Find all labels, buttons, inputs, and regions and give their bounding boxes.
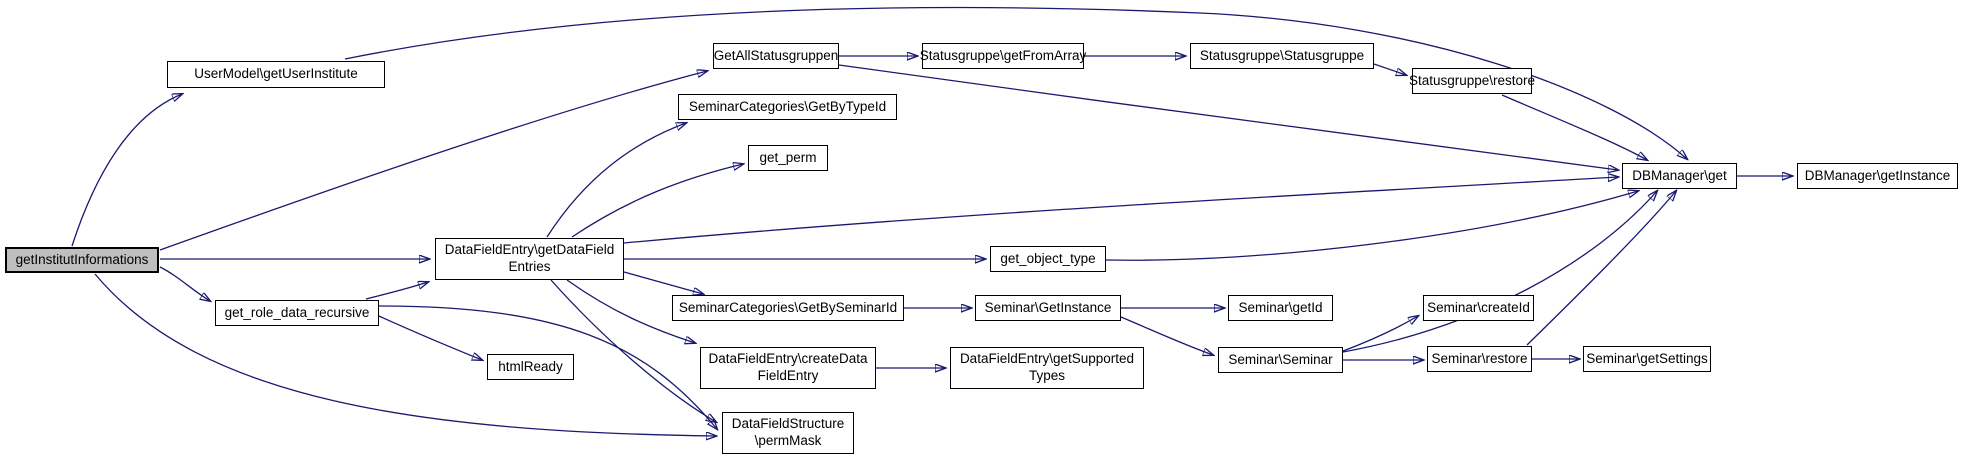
edge-getInstitutInformations-get_role_data_recursive	[159, 266, 210, 301]
node-datafieldstructure-permmask[interactable]: DataFieldStructure \permMask	[722, 412, 854, 454]
node-getinstitutinformations[interactable]: getInstitutInformations	[5, 247, 159, 273]
edge-SeminarRestore-DBManagerGet	[1526, 191, 1676, 346]
edge-getDataFieldEntries-createDataFieldEntry	[566, 279, 695, 343]
node-get-role-data-recursive[interactable]: get_role_data_recursive	[215, 300, 379, 326]
edge-StatusgruppeCtor-StatusgruppeRestore	[1373, 63, 1406, 75]
edge-SeminarCtor-DBManagerGet	[1342, 191, 1657, 353]
node-seminar-seminar[interactable]: Seminar\Seminar	[1218, 347, 1343, 373]
edge-SeminarCtor-SeminarCreateId	[1342, 316, 1418, 352]
node-dbmanager-getinstance[interactable]: DBManager\getInstance	[1797, 163, 1958, 189]
edge-SeminarGetInstance-SeminarCtor	[1120, 316, 1213, 355]
node-seminar-restore[interactable]: Seminar\restore	[1427, 346, 1532, 372]
node-get-perm[interactable]: get_perm	[748, 145, 828, 171]
edge-getDataFieldEntries-GetBySeminarId	[623, 271, 703, 294]
edge-getUserInstitute-DBManagerGet	[344, 6, 1687, 159]
edge-getDataFieldEntries-get_perm	[571, 164, 743, 238]
node-datafieldentry-getdatafieldentries[interactable]: DataFieldEntry\getDataField Entries	[435, 238, 624, 280]
node-seminar-getinstance[interactable]: Seminar\GetInstance	[975, 295, 1121, 321]
edge-getInstitutInformations-permMask	[94, 273, 716, 436]
node-seminar-getsettings[interactable]: Seminar\getSettings	[1583, 346, 1711, 372]
node-statusgruppe-getfromarray[interactable]: Statusgruppe\getFromArray	[920, 43, 1086, 69]
edge-get_role_data_recursive-permMask	[378, 305, 717, 429]
edge-StatusgruppeRestore-DBManagerGet	[1501, 94, 1647, 160]
node-seminarcategories-getbyseminarid[interactable]: SeminarCategories\GetBySeminarId	[672, 295, 904, 321]
edge-get_role_data_recursive-getDataFieldEntries	[365, 282, 428, 300]
edge-getDataFieldEntries-DBManagerGet	[623, 177, 1618, 244]
edge-get_role_data_recursive-htmlReady	[378, 315, 482, 360]
node-seminar-getid[interactable]: Seminar\getId	[1228, 295, 1333, 321]
node-statusgruppe-restore[interactable]: Statusgruppe\restore	[1409, 68, 1535, 94]
node-get-object-type[interactable]: get_object_type	[990, 246, 1106, 272]
edge-get_object_type-DBManagerGet	[1105, 191, 1638, 261]
node-statusgruppe-statusgruppe[interactable]: Statusgruppe\Statusgruppe	[1190, 43, 1374, 69]
node-datafieldentry-getsupportedtypes[interactable]: DataFieldEntry\getSupported Types	[950, 347, 1144, 389]
node-seminarcategories-getbytypeid[interactable]: SeminarCategories\GetByTypeId	[678, 94, 897, 120]
node-htmlready[interactable]: htmlReady	[487, 354, 574, 380]
node-datafieldentry-createdatafieldentry[interactable]: DataFieldEntry\createData FieldEntry	[700, 347, 876, 389]
edge-getInstitutInformations-getUserInstitute	[71, 94, 182, 247]
edge-getDataFieldEntries-GetByTypeId	[546, 123, 686, 238]
node-seminar-createid[interactable]: Seminar\createId	[1423, 295, 1534, 321]
edge-getDataFieldEntries-permMask	[550, 279, 716, 422]
edge-GetAllStatusgruppen-DBManagerGet	[838, 64, 1618, 170]
edge-getInstitutInformations-GetAllStatusgruppen	[159, 71, 707, 251]
node-usermodel-getuserinstitute[interactable]: UserModel\getUserInstitute	[167, 61, 385, 88]
node-dbmanager-get[interactable]: DBManager\get	[1622, 163, 1737, 189]
node-getallstatusgruppen[interactable]: GetAllStatusgruppen	[713, 43, 839, 69]
